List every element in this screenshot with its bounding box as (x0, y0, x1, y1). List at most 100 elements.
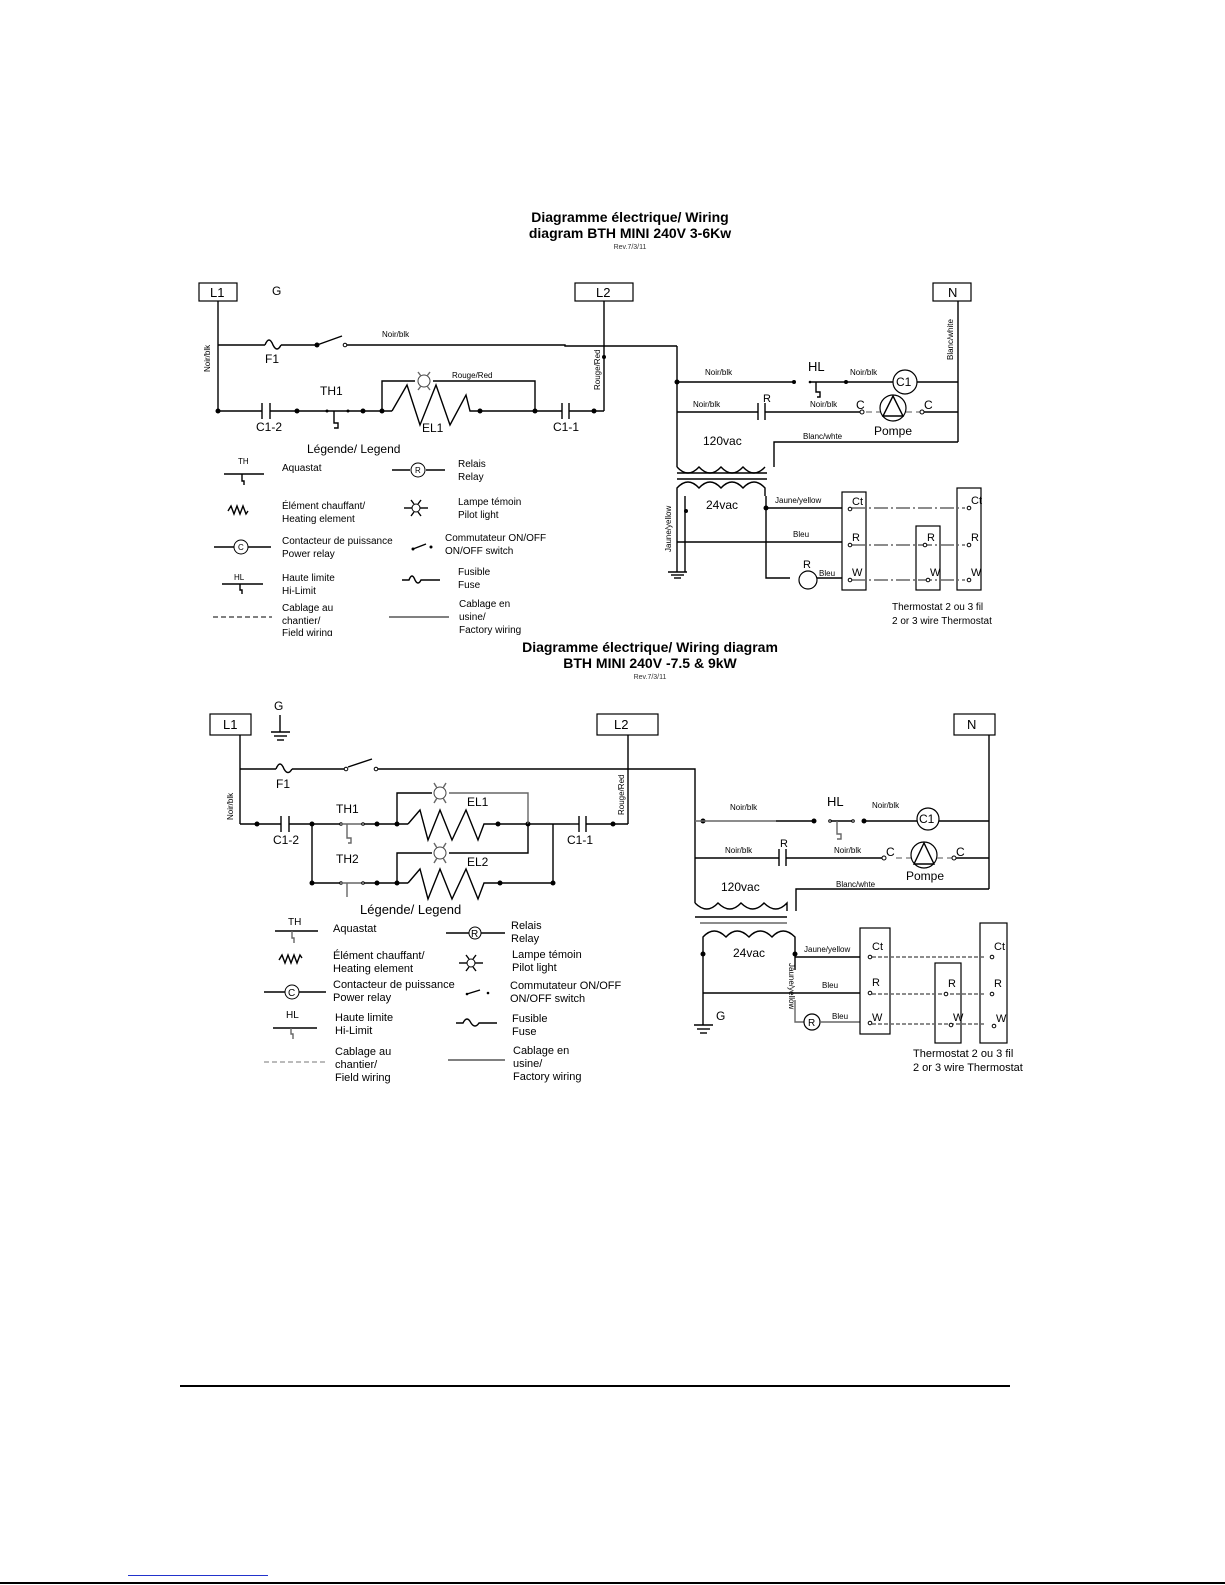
legend-fuse: Fusible Fuse (456, 1013, 547, 1038)
transformer-primary-label: 120vac (721, 880, 760, 894)
aquastat-th2-label: TH2 (336, 852, 359, 866)
hl-out-wire-label: Noir/blk (850, 368, 878, 377)
legend-on-off-switch: Commutateur ON/OFF ON/OFF switch (465, 980, 622, 1005)
svg-text:HL: HL (286, 1010, 299, 1021)
footer-link-underline[interactable] (128, 1575, 268, 1576)
legend-pilot-light: Lampe témoin Pilot light (404, 497, 521, 521)
blanc-wire-label: Blanc/whte (803, 432, 843, 441)
svg-text:Haute limite: Haute limite (335, 1012, 393, 1024)
junction (215, 408, 221, 414)
junction (374, 880, 380, 886)
svg-text:Aquastat: Aquastat (333, 923, 376, 935)
svg-text:W: W (996, 1013, 1007, 1025)
svg-text:HL: HL (234, 573, 245, 582)
pilot-light-1-icon (433, 782, 447, 804)
l1-wire-label: Noir/blk (226, 792, 235, 820)
svg-text:Relay: Relay (458, 472, 484, 483)
thermostat-2-wire-terminals: R W (922, 532, 941, 583)
legend-aquastat: TH Aquastat (275, 917, 376, 943)
pilot-light-icon (417, 371, 431, 391)
jaune-vertical-label: Jaune/yellow (664, 506, 673, 552)
svg-text:L2: L2 (614, 717, 628, 732)
pump-terminal-left (881, 855, 887, 861)
legend-fuse: Fusible Fuse (402, 567, 491, 591)
transformer-secondary-label: 24vac (706, 498, 738, 512)
diagram2-revision: Rev.7/3/11 (633, 674, 667, 681)
hi-limit-hl-icon (828, 818, 867, 840)
ground-top-icon: G (271, 699, 290, 741)
legend-hi-limit: HL Haute limite Hi-Limit (273, 1010, 393, 1039)
jaune-wire-label: Jaune/yellow (775, 496, 821, 505)
legend-heating-element: Élément chauffant/ Heating element (278, 949, 425, 975)
terminal-l2: L2 (574, 282, 634, 302)
pump-terminal-left-label: C (886, 845, 895, 859)
pump-terminal-left-label: C (856, 398, 865, 412)
svg-text:Aquastat: Aquastat (282, 463, 322, 474)
svg-text:Élément chauffant/: Élément chauffant/ (333, 949, 425, 962)
svg-text:Pilot light: Pilot light (512, 962, 557, 974)
pilot2-wire-a (396, 852, 432, 883)
junction (477, 408, 483, 414)
svg-text:Relay: Relay (511, 933, 540, 945)
r-out-wire-label: Noir/blk (834, 846, 862, 855)
svg-text:usine/: usine/ (459, 612, 486, 623)
bleu-w-wire-label: Bleu (832, 1012, 848, 1021)
transformer-primary-coil-icon (676, 465, 766, 474)
svg-text:L1: L1 (223, 717, 237, 732)
hi-limit-hl-label: HL (827, 794, 844, 809)
l2-wire-label: Rouge/Red (617, 775, 626, 815)
heating-element-el1-icon (391, 383, 535, 428)
svg-text:R: R (971, 532, 979, 544)
contact-c1-1-label: C1-1 (553, 420, 579, 434)
diagram1-title-line2: diagram BTH MINI 240V 3-6Kw (528, 225, 732, 241)
legend-power-relay: C Contacteur de puissance Power relay (264, 979, 455, 1004)
svg-text:ON/OFF switch: ON/OFF switch (510, 993, 585, 1005)
transformer-primary-coil-icon (694, 901, 788, 911)
svg-text:N: N (948, 285, 957, 300)
legend-aquastat: TH Aquastat (224, 457, 322, 485)
aquastat-th2-icon (339, 881, 365, 897)
on-off-switch-icon (316, 335, 343, 346)
aquastat-th1-label: TH1 (320, 384, 343, 398)
heating-element-el1-icon (407, 808, 528, 843)
hl-in-wire-label: Noir/blk (730, 803, 758, 812)
svg-text:Cablage au: Cablage au (282, 603, 333, 614)
diagram2-title: Diagramme électrique/ Wiring diagram BTH… (490, 639, 810, 671)
svg-text:TH: TH (238, 457, 249, 466)
junction (495, 821, 501, 827)
terminal-l2: L2 (596, 713, 659, 736)
svg-text:C1: C1 (896, 375, 912, 389)
terminal-n: N (953, 713, 996, 736)
jaune-vertical-label: Jaune/yellow (787, 963, 796, 1009)
transformer-primary-label: 120vac (703, 434, 742, 448)
jaune-drop-b (794, 1000, 804, 1023)
legend-heating-element: Élément chauffant/ Heating element (227, 499, 365, 525)
svg-text:Relais: Relais (458, 459, 486, 470)
junction (550, 880, 556, 886)
thermostat-2-wire (934, 962, 962, 1044)
pilot1-wire-a (396, 792, 432, 824)
svg-text:Factory wiring: Factory wiring (513, 1071, 581, 1083)
l1-wire-label: Noir/blk (203, 344, 212, 372)
rouge-wire-label: Rouge/Red (452, 371, 492, 380)
terminal-n: N (932, 282, 972, 302)
junction (360, 408, 366, 414)
relay-contact-r-label: R (763, 393, 771, 405)
svg-text:Power relay: Power relay (282, 549, 335, 560)
element-el1-label: EL1 (467, 795, 489, 809)
svg-text:Fuse: Fuse (458, 580, 481, 591)
svg-text:usine/: usine/ (513, 1058, 543, 1070)
junction (792, 380, 796, 384)
legend-1: Légende/ Legend TH Aquastat R Relais Rel… (213, 442, 546, 639)
r-out-wire-label: Noir/blk (810, 400, 838, 409)
legend-relay: R Relais Relay (392, 459, 486, 483)
hi-limit-hl-label: HL (808, 359, 825, 374)
footer-rule (180, 1385, 1010, 1387)
svg-text:G: G (274, 699, 283, 713)
legend-hi-limit: HL Haute limite Hi-Limit (222, 573, 335, 597)
hl-out-wire-label: Noir/blk (872, 801, 900, 810)
svg-text:R: R (994, 978, 1002, 990)
legend-relay: R Relais Relay (446, 920, 542, 945)
l2-wire-label: Rouge/Red (593, 350, 602, 390)
relay-coil-r-icon: R (803, 1013, 821, 1031)
